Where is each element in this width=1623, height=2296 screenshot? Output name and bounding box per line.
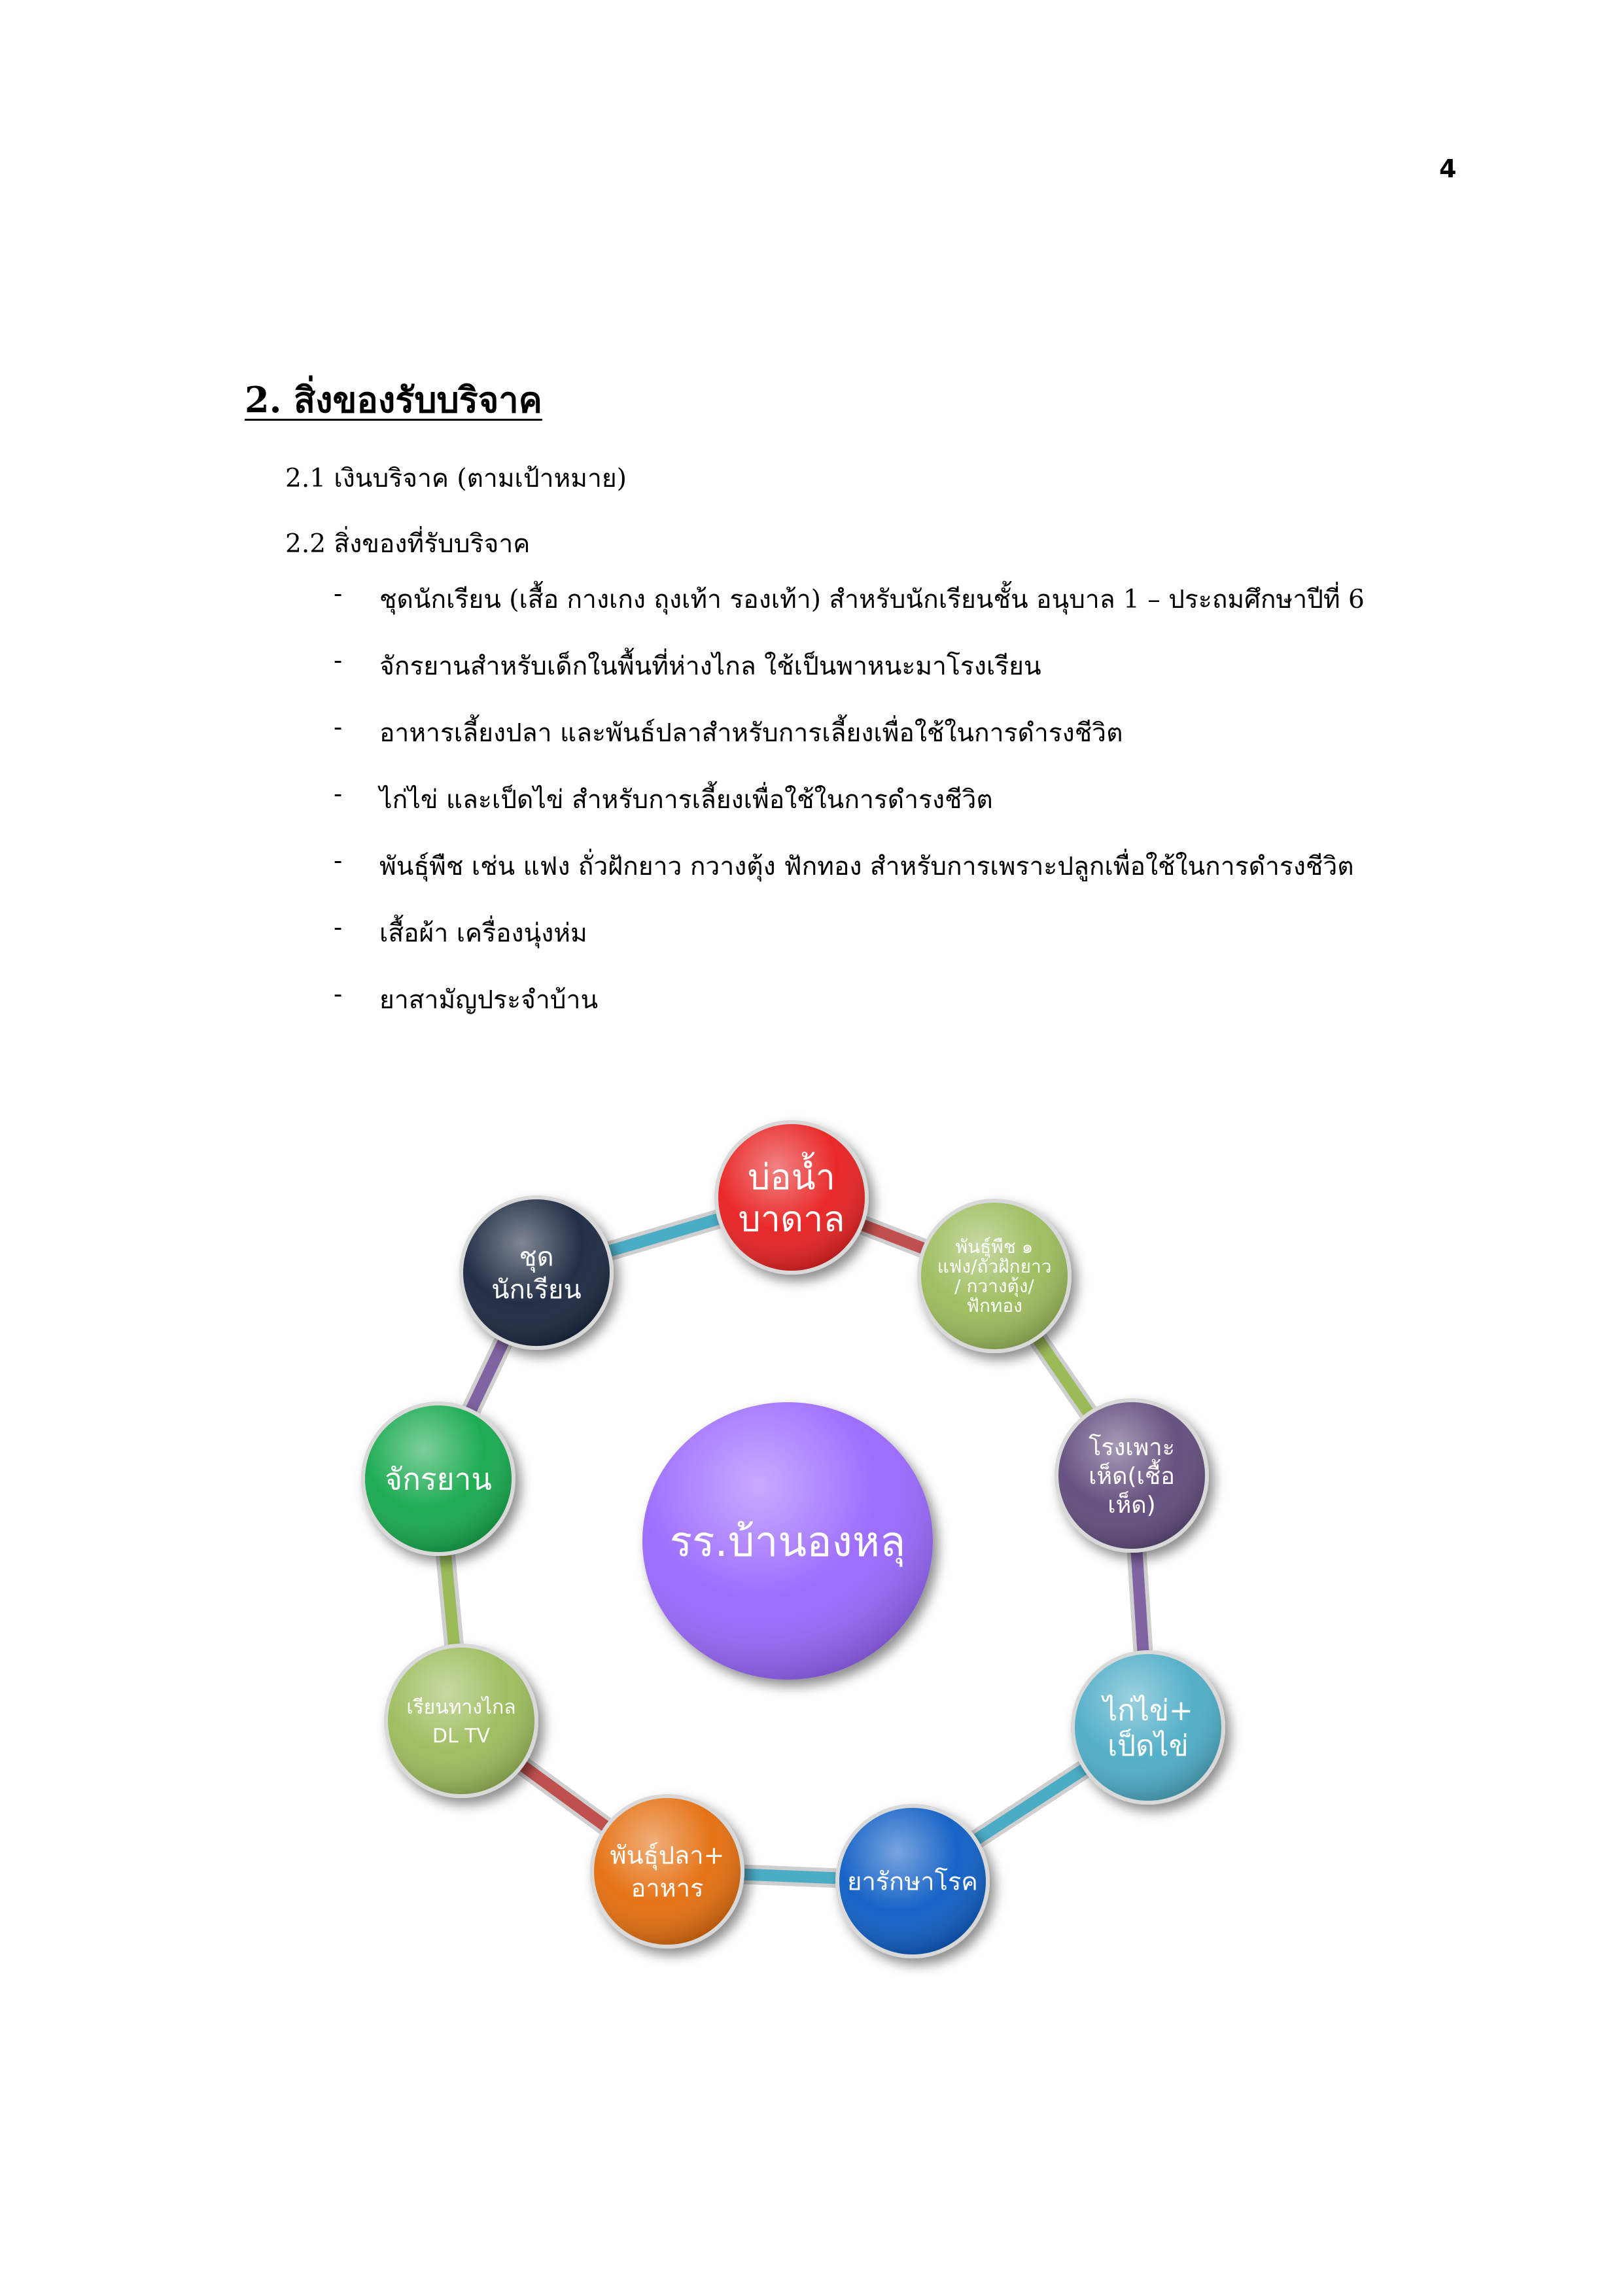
list-item-text: ชุดนักเรียน (เสื้อ กางเกง ถุงเท้า รองเท้… <box>379 585 1365 614</box>
list-item: - ชุดนักเรียน (เสื้อ กางเกง ถุงเท้า รองเ… <box>327 579 1505 646</box>
ring-node: ยารักษาโรค <box>835 1804 990 1958</box>
node-label: อาหาร <box>631 1874 704 1903</box>
list-item-text: ไก่ไข่ และเป็ดไข่ สำหรับการเลี้ยงเพื่อใช… <box>379 785 993 815</box>
node-gloss <box>839 1808 986 1954</box>
ring-node: พันธุ์ปลา+ อาหาร <box>590 1794 744 1949</box>
subitem-money: 2.1 เงินบริจาค (ตามเป้าหมาย) <box>285 464 627 493</box>
center-node: รร.บ้านองหลุ <box>642 1402 933 1680</box>
node-label: พันธุ์ปลา+ <box>610 1841 725 1871</box>
node-label: แฟง/ถั่วฝักยาว <box>937 1254 1052 1277</box>
node-gloss <box>1058 1402 1205 1549</box>
node-label: ยารักษาโรค <box>847 1867 978 1896</box>
list-item-text: ยาสามัญประจำบ้าน <box>379 985 599 1015</box>
bullet-dash: - <box>334 846 343 875</box>
node-gloss <box>718 1124 865 1271</box>
list-item: - อาหารเลี้ยงปลา และพันธ์ปลาสำหรับการเลี… <box>327 713 1505 779</box>
node-label: เป็ดไข่ <box>1108 1729 1189 1763</box>
list-item-text: จักรยานสำหรับเด็กในพื้นที่ห่างไกล ใช้เป็… <box>379 652 1041 681</box>
page-number: 4 <box>1439 154 1457 183</box>
bullet-dash: - <box>334 579 343 609</box>
list-item-text: เสื้อผ้า เครื่องนุ่งห่ม <box>379 919 587 948</box>
node-label: ฟักทอง <box>966 1295 1022 1316</box>
node-label: พันธุ์พืช ๑ <box>956 1236 1034 1258</box>
donation-list: - ชุดนักเรียน (เสื้อ กางเกง ถุงเท้า รองเ… <box>327 579 1505 1046</box>
center-gloss <box>642 1402 933 1680</box>
node-label: ชุด <box>519 1242 553 1273</box>
list-item: - พันธุ์พืช เช่น แฟง ถั่วฝักยาว กวางตุ้ง… <box>327 846 1505 913</box>
bullet-dash: - <box>334 646 343 675</box>
section-heading: 2. สิ่งของรับบริจาค <box>245 379 542 421</box>
bullet-dash: - <box>334 980 343 1009</box>
node-label: เรียนทางไกล <box>406 1695 515 1719</box>
node-label: บ่อน้ำ <box>748 1152 835 1197</box>
node-label: เห็ด(เชื้อ <box>1089 1458 1175 1490</box>
subitem-goods: 2.2 สิ่งของที่รับบริจาค <box>285 529 531 559</box>
list-item: - เสื้อผ้า เครื่องนุ่งห่ม <box>327 913 1505 980</box>
node-gloss <box>365 1405 512 1552</box>
bullet-dash: - <box>334 779 343 809</box>
node-gloss <box>921 1203 1068 1349</box>
list-item-text: พันธุ์พืช เช่น แฟง ถั่วฝักยาว กวางตุ้ง ฟ… <box>379 852 1354 881</box>
list-item: - ยาสามัญประจำบ้าน <box>327 980 1505 1046</box>
node-label: จักรยาน <box>385 1462 492 1497</box>
node-label: DL TV <box>432 1725 491 1748</box>
bullet-dash: - <box>334 713 343 742</box>
list-item: - จักรยานสำหรับเด็กในพื้นที่ห่างไกล ใช้เ… <box>327 646 1505 713</box>
node-label: บาดาล <box>738 1198 845 1239</box>
node-gloss <box>594 1798 741 1945</box>
center-label: รร.บ้านองหลุ <box>670 1518 906 1567</box>
list-item-text: อาหารเลี้ยงปลา และพันธ์ปลาสำหรับการเลี้ย… <box>379 718 1123 748</box>
ring-node: เรียนทางไกล DL TV <box>384 1644 538 1798</box>
ring-node: จักรยาน <box>361 1402 515 1556</box>
ring-node: ชุดนักเรียน <box>459 1195 614 1350</box>
node-label: ไก่ไข่+ <box>1101 1694 1193 1727</box>
node-label: เห็ด) <box>1108 1490 1155 1519</box>
node-gloss <box>463 1199 610 1346</box>
node-label: นักเรียน <box>491 1275 582 1305</box>
node-gloss <box>388 1648 534 1794</box>
bullet-dash: - <box>334 913 343 942</box>
ring-node: ไก่ไข่+เป็ดไข่ <box>1071 1650 1225 1805</box>
list-item: - ไก่ไข่ และเป็ดไข่ สำหรับการเลี้ยงเพื่อ… <box>327 779 1505 846</box>
node-label: / กวางตุ้ง/ <box>954 1275 1034 1298</box>
node-gloss <box>1075 1654 1221 1801</box>
node-label: โรงเพาะ <box>1089 1434 1175 1461</box>
